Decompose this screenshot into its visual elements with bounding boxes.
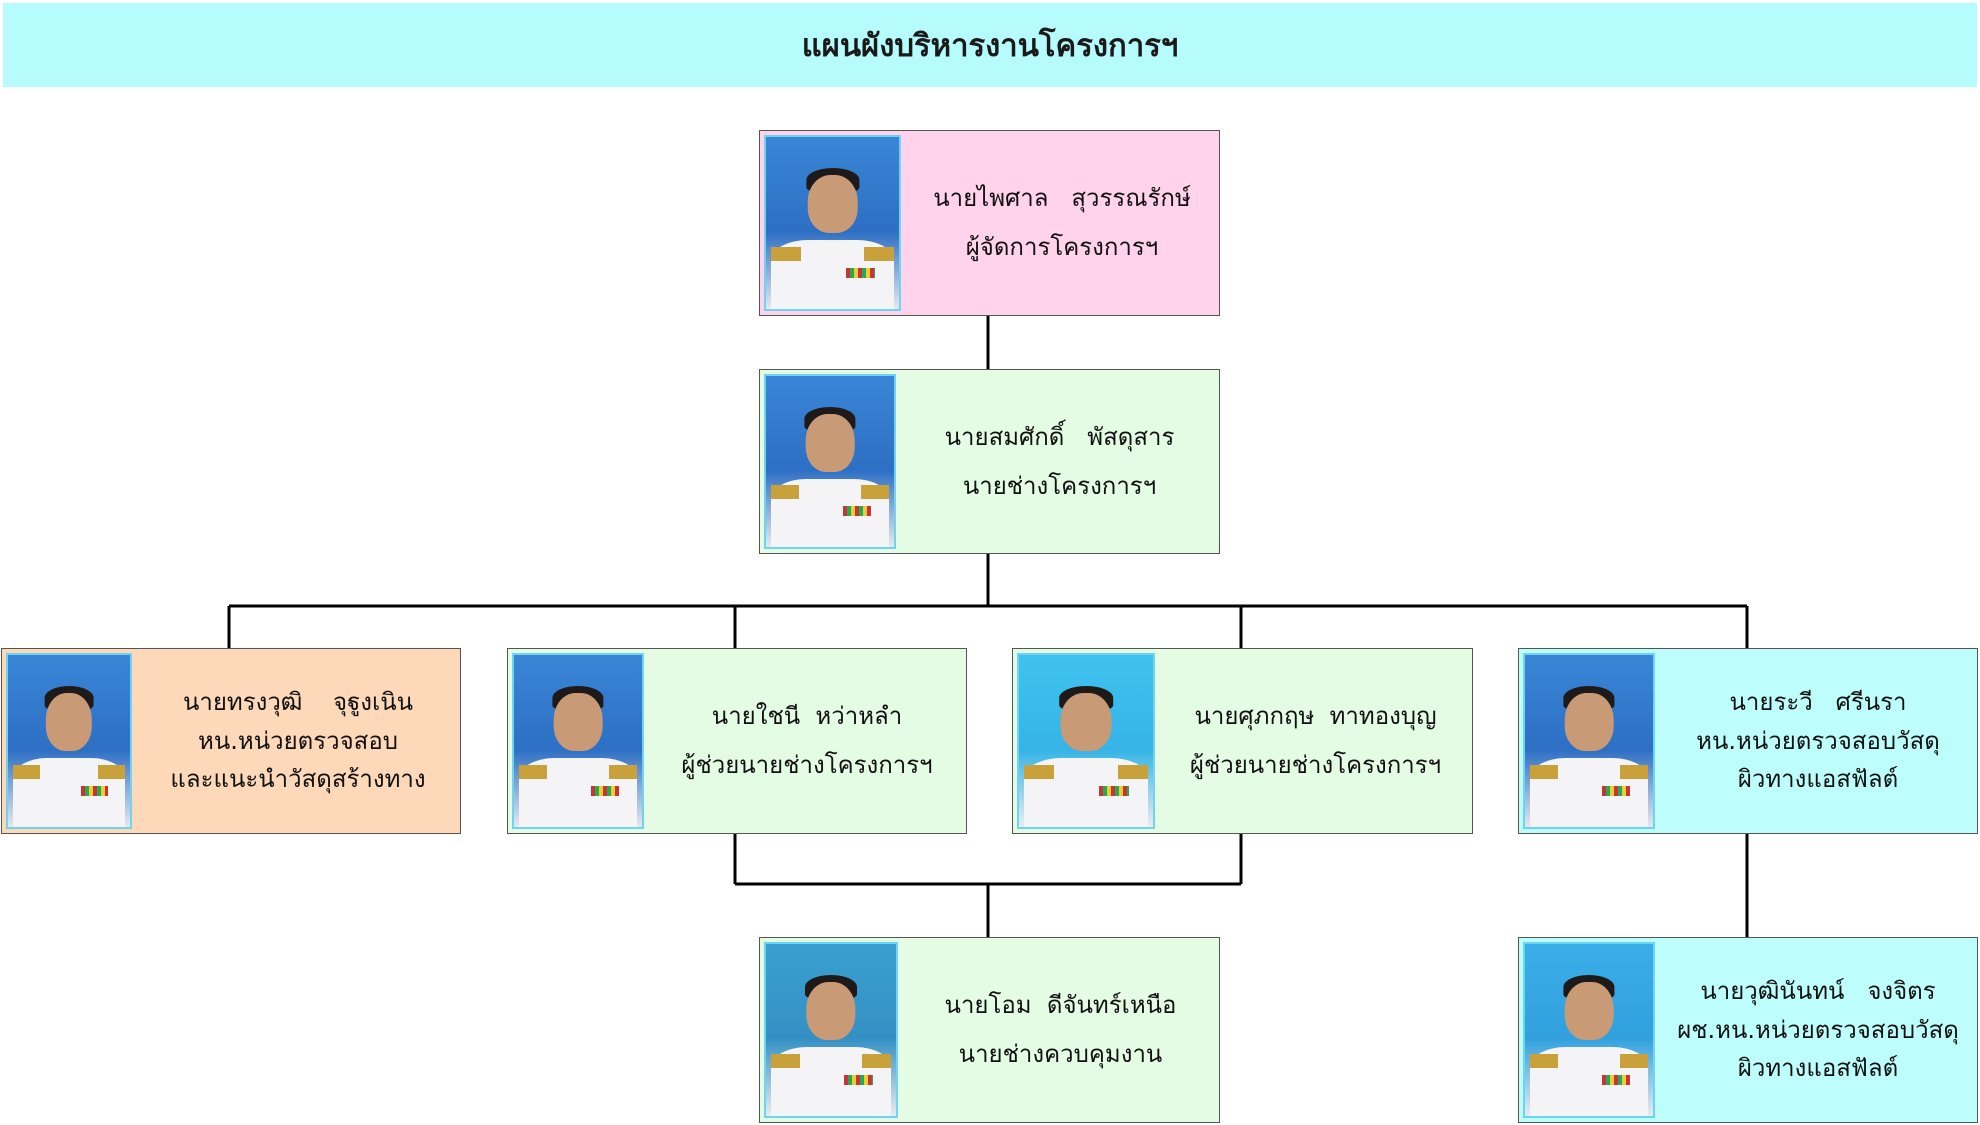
person-name: นายวุฒินันทน์ จงจิตร <box>1700 976 1936 1005</box>
person-role: ผู้จัดการโครงการฯ <box>965 233 1159 261</box>
node-engineer: นายสมศักดิ์ พัสดุสาร นายช่างโครงการฯ <box>759 369 1220 554</box>
node-assistant-2: นายศุภกฤษ ทาทองบุญ ผู้ช่วยนายช่างโครงการ… <box>1012 648 1473 834</box>
person-name: นายไพศาล สุวรรณรักษ์ <box>933 184 1191 213</box>
person-photo-icon <box>1523 653 1655 829</box>
node-asphalt-head-text: นายระวี ศรีนรา หน.หน่วยตรวจสอบวัสดุ ผิวท… <box>1659 649 1977 833</box>
person-photo-icon <box>764 942 898 1118</box>
page-title: แผนผังบริหารงานโครงการฯ <box>801 28 1179 64</box>
person-role: ผู้ช่วยนายช่างโครงการฯ <box>1189 751 1442 779</box>
person-role: หน.หน่วยตรวจสอบ <box>198 726 398 755</box>
node-assistant-1: นายใชนี หว่าหลำ ผู้ช่วยนายช่างโครงการฯ <box>507 648 967 834</box>
node-assistant-1-text: นายใชนี หว่าหลำ ผู้ช่วยนายช่างโครงการฯ <box>648 649 966 833</box>
person-name: นายระวี ศรีนรา <box>1729 687 1907 716</box>
person-name: นายทรงวุฒิ จุฐูงเนิน <box>182 687 414 716</box>
person-role: นายช่างควบคุมงาน <box>958 1040 1163 1068</box>
person-role-continued: ผิวทางแอสฟัลต์ <box>1737 765 1899 794</box>
node-asphalt-head: นายระวี ศรีนรา หน.หน่วยตรวจสอบวัสดุ ผิวท… <box>1518 648 1978 834</box>
person-role: ผู้ช่วยนายช่างโครงการฯ <box>681 751 933 779</box>
person-photo-icon <box>764 135 901 311</box>
person-name: นายสมศักดิ์ พัสดุสาร <box>944 422 1175 451</box>
person-role: ผช.หน.หน่วยตรวจสอบวัสดุ <box>1677 1015 1959 1044</box>
person-name: นายโอม ดีจันทร์เหนือ <box>944 991 1177 1020</box>
person-name: นายใชนี หว่าหลำ <box>711 702 903 731</box>
person-photo-icon <box>764 374 896 549</box>
node-supervisor-text: นายโอม ดีจันทร์เหนือ นายช่างควบคุมงาน <box>902 938 1219 1122</box>
node-manager-text: นายไพศาล สุวรรณรักษ์ ผู้จัดการโครงการฯ <box>905 131 1219 315</box>
node-asphalt-assistant-text: นายวุฒินันทน์ จงจิตร ผช.หน.หน่วยตรวจสอบว… <box>1659 938 1977 1122</box>
node-manager: นายไพศาล สุวรรณรักษ์ ผู้จัดการโครงการฯ <box>759 130 1220 316</box>
person-role: หน.หน่วยตรวจสอบวัสดุ <box>1696 726 1940 755</box>
node-engineer-text: นายสมศักดิ์ พัสดุสาร นายช่างโครงการฯ <box>900 370 1219 553</box>
person-photo-icon <box>512 653 644 829</box>
title-bar: แผนผังบริหารงานโครงการฯ <box>3 3 1977 87</box>
node-asphalt-assistant: นายวุฒินันทน์ จงจิตร ผช.หน.หน่วยตรวจสอบว… <box>1518 937 1978 1123</box>
node-inspector: นายทรงวุฒิ จุฐูงเนิน หน.หน่วยตรวจสอบ และ… <box>1 648 461 834</box>
person-name: นายศุภกฤษ ทาทองบุญ <box>1194 702 1437 731</box>
node-assistant-2-text: นายศุภกฤษ ทาทองบุญ ผู้ช่วยนายช่างโครงการ… <box>1159 649 1472 833</box>
node-supervisor: นายโอม ดีจันทร์เหนือ นายช่างควบคุมงาน <box>759 937 1220 1123</box>
person-role: นายช่างโครงการฯ <box>962 471 1157 500</box>
person-photo-icon <box>6 653 132 829</box>
person-photo-icon <box>1523 942 1655 1118</box>
person-photo-icon <box>1017 653 1155 829</box>
person-role-continued: ผิวทางแอสฟัลต์ <box>1737 1054 1899 1083</box>
person-role-continued: และแนะนำวัสดุสร้างทาง <box>170 765 426 794</box>
node-inspector-text: นายทรงวุฒิ จุฐูงเนิน หน.หน่วยตรวจสอบ และ… <box>136 649 460 833</box>
